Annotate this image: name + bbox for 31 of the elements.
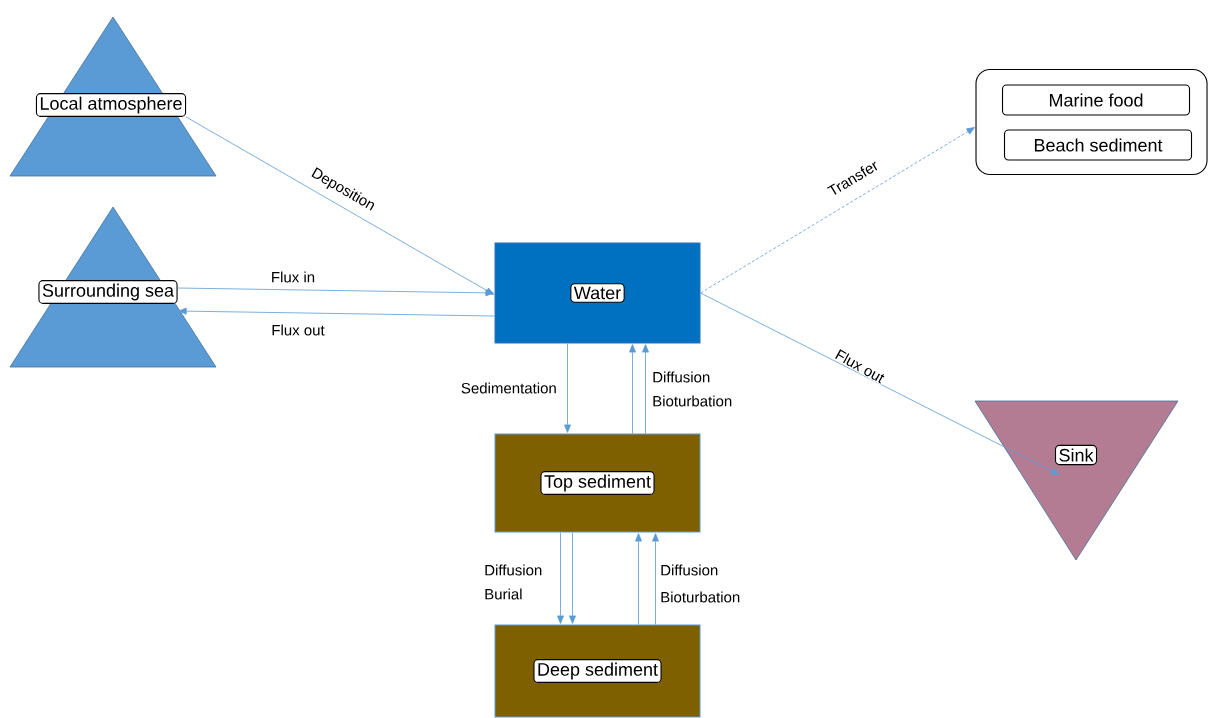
arrow (177, 287, 494, 297)
text-box: Marine food (1001, 84, 1191, 116)
water-box: Water (494, 242, 701, 344)
arrow (642, 344, 649, 434)
arrow (635, 533, 642, 625)
arrow (700, 127, 975, 294)
edge-label: Diffusion (651, 370, 712, 384)
edge-label: Bioturbation (659, 590, 742, 604)
edge-label: Diffusion (483, 563, 544, 577)
arrow (700, 292, 1060, 476)
edge-label: Bioturbation (651, 394, 734, 408)
triangle-node: Local atmosphere (9, 16, 217, 177)
arrow (652, 533, 659, 625)
triangle-node: Surrounding sea (9, 206, 217, 368)
text-box: Beach sediment (1003, 129, 1193, 161)
edge-label: Flux out (832, 346, 888, 386)
group-box (975, 68, 1208, 176)
edge-label: Flux in (269, 270, 317, 284)
arrow (629, 344, 636, 434)
edge-label: Sedimentation (459, 381, 558, 395)
edge-label: Burial (483, 587, 524, 601)
edge-label: Flux out (270, 323, 326, 337)
edge-label: Diffusion (659, 563, 720, 577)
arrow (178, 307, 495, 317)
inverted-triangle-node: Sink (974, 400, 1179, 561)
arrow (185, 116, 494, 295)
sediment-box: Top sediment (494, 433, 701, 533)
arrow (569, 532, 576, 624)
arrow (557, 532, 564, 624)
arrow (564, 343, 571, 433)
sediment-box: Deep sediment (494, 624, 701, 718)
